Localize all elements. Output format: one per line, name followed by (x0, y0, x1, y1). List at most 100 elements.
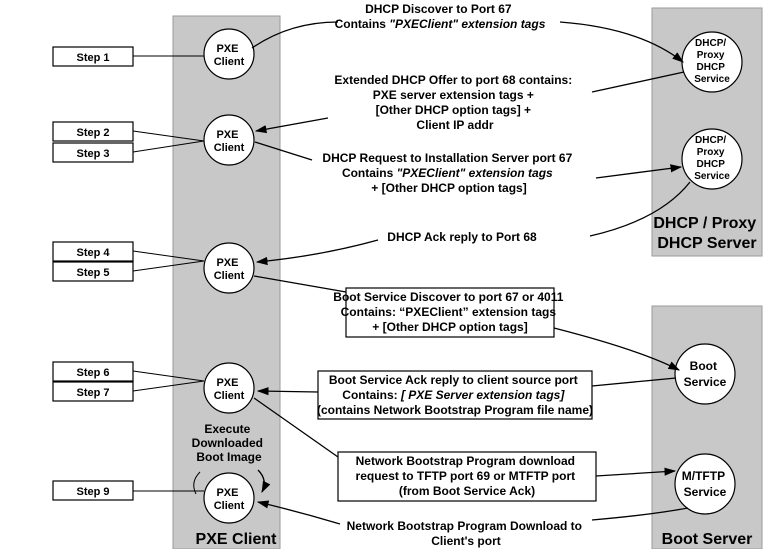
pxe-client-node-4-label-line1: PXE (216, 377, 238, 389)
execute-arrow-right (257, 469, 271, 494)
dhcp-offer-line4: Client IP addr (416, 118, 493, 132)
pxe-client-node-3-label-line1: PXE (216, 257, 238, 269)
nbp-request-line1: Network Bootstrap Program download (356, 454, 575, 468)
dhcp-request-message: DHCP Request to Installation Server port… (322, 151, 575, 195)
svg-text:PXE Client: PXE Client (214, 129, 245, 154)
dhcp-proxy-service-node-2: DHCP/ Proxy DHCP Service (681, 128, 743, 190)
dhcp-offer-arrow-right-segment (591, 71, 685, 93)
dhcp-discover-line1: DHCP Discover to Port 67 (365, 2, 512, 16)
nbp-download-line2: Client's port (431, 534, 501, 548)
boot-ack-arrow (256, 387, 319, 396)
nbp-download-message: Network Bootstrap Program Download to Cl… (347, 519, 586, 548)
boot-discover-line1: Boot Service Discover to port 67 or 4011 (333, 290, 563, 304)
pxe-client-node-1-label-line2: Client (214, 56, 245, 68)
dhcp-offer-arrow (254, 117, 329, 134)
svg-text:PXE Client: PXE Client (214, 377, 245, 402)
boot-discover-arrow-left-segment (253, 275, 347, 293)
boot-discover-line3: + [Other DHCP option tags] (372, 320, 527, 334)
step-6-7: Step 6 Step 7 (52, 361, 205, 402)
nbp-request-line3: (from Boot Service Ack) (399, 484, 535, 498)
svg-text:PXE Client: PXE Client (214, 257, 245, 282)
step-2-label: Step 2 (76, 127, 109, 139)
svg-text:Boot Service: Boot Service (684, 359, 727, 389)
dhcp-discover-line2-prefix: Contains (335, 17, 390, 31)
step-9-label: Step 9 (76, 486, 109, 498)
svg-text:Network Bootstrap Program down: Network Bootstrap Program download reque… (356, 454, 579, 498)
dhcp-offer-line3: [Other DHCP option tags] + (376, 103, 531, 117)
boot-service-line1: Boot (690, 359, 717, 373)
step-1-label: Step 1 (76, 52, 109, 64)
dhcp-ack-message: DHCP Ack reply to Port 68 (387, 230, 537, 244)
pxe-client-node-5-label-line1: PXE (216, 487, 238, 499)
pxe-client-column-title: PXE Client (196, 531, 278, 548)
dhcp-request-line2-em: "PXEClient" extension tags (397, 166, 553, 180)
svg-text:PXE Client: PXE Client (214, 487, 245, 512)
step-1: Step 1 (52, 46, 204, 67)
step-3-label: Step 3 (76, 148, 109, 160)
dhcp-request-arrow (595, 164, 683, 179)
svg-text:DHCP/ Proxy DHCP: DHCP/ Proxy DHCP Service (694, 38, 730, 85)
dhcp-discover-arrow (251, 21, 683, 62)
pxe-client-node-5-label-line2: Client (214, 500, 245, 512)
nbp-request-message: Network Bootstrap Program download reque… (337, 451, 597, 502)
svg-text:Boot Service Discover to port: Boot Service Discover to port 67 or 4011… (333, 290, 566, 334)
dhcp-proxy-service-node-1: DHCP/ Proxy DHCP Service (681, 31, 743, 93)
dhcp-proxy-node-2-line3: DHCP (697, 159, 726, 170)
nbp-download-arrow (256, 500, 341, 525)
step-2-3: Step 2 Step 3 (52, 121, 205, 163)
boot-ack-arrow-right-segment (591, 377, 677, 387)
boot-ack-line2-em: [ PXE Server extension tags] (400, 388, 565, 402)
dhcp-request-line1: DHCP Request to Installation Server port… (322, 151, 572, 165)
pxe-client-node-3: PXE Client (203, 242, 255, 294)
pxe-client-node-2: PXE Client (203, 114, 255, 166)
dhcp-server-title-line1: DHCP / Proxy (653, 215, 756, 232)
step-7-label: Step 7 (76, 387, 109, 399)
step-6-label: Step 6 (76, 367, 109, 379)
dhcp-offer-line2: PXE server extension tags + (373, 88, 534, 102)
dhcp-proxy-node-2-line4: Service (694, 171, 730, 182)
step-4-5: Step 4 Step 5 (52, 241, 205, 282)
mtftp-service-line2: Service (684, 485, 727, 499)
pxe-client-node-4: PXE Client (203, 362, 255, 414)
svg-text:Boot Service Ack reply to clie: Boot Service Ack reply to client source … (317, 373, 593, 417)
pxe-client-node-1-label-line1: PXE (216, 43, 238, 55)
svg-text:M/TFTP Service: M/TFTP Service (682, 469, 728, 499)
mtftp-service-line1: M/TFTP (682, 469, 725, 483)
mtftp-service-node: M/TFTP Service (674, 453, 736, 515)
step-4-label: Step 4 (76, 247, 110, 259)
dhcp-proxy-node-2-line2: Proxy (697, 147, 725, 158)
dhcp-proxy-node-1-line3: DHCP (697, 62, 726, 73)
execute-label-line3: Boot Image (196, 450, 262, 464)
boot-service-node: Boot Service (674, 343, 736, 405)
nbp-request-line2: request to TFTP port 69 or MTFTP port (356, 469, 576, 483)
svg-text:PXE Client: PXE Client (214, 43, 245, 68)
boot-discover-arrow (553, 327, 681, 371)
pxe-client-node-1: PXE Client (203, 28, 255, 80)
dhcp-offer-message: Extended DHCP Offer to port 68 contains:… (334, 73, 575, 132)
pxe-client-node-4-label-line2: Client (214, 390, 245, 402)
pxe-client-node-5: PXE Client (203, 472, 255, 524)
boot-discover-line2: Contains: “PXEClient” extension tags (341, 305, 557, 319)
dhcp-offer-line1: Extended DHCP Offer to port 68 contains: (334, 73, 572, 87)
step-5-label: Step 5 (76, 267, 109, 279)
nbp-request-arrow (595, 467, 677, 477)
boot-ack-line3: (contains Network Bootstrap Program file… (317, 403, 593, 417)
boot-ack-line2-prefix: Contains: (342, 388, 401, 402)
execute-bracket-left (193, 471, 201, 495)
boot-discover-message: Boot Service Discover to port 67 or 4011… (333, 287, 566, 338)
nbp-download-line1: Network Bootstrap Program Download to (347, 519, 582, 533)
boot-server-column-title: Boot Server (662, 531, 753, 548)
execute-label-line2: Downloaded (192, 436, 263, 450)
dhcp-discover-line2-em: "PXEClient" extension tags (389, 17, 545, 31)
execute-label-line1: Execute (204, 422, 250, 436)
step-9: Step 9 (52, 480, 204, 501)
dhcp-ack-arrow (255, 239, 379, 266)
nbp-download-arrow-right-segment (591, 507, 689, 521)
pxe-client-node-2-label-line2: Client (214, 142, 245, 154)
pxe-client-node-3-label-line2: Client (214, 270, 245, 282)
dhcp-proxy-node-1-line4: Service (694, 74, 730, 85)
pxe-client-node-2-label-line1: PXE (216, 129, 238, 141)
boot-ack-message: Boot Service Ack reply to client source … (317, 370, 593, 420)
boot-service-line2: Service (684, 375, 727, 389)
